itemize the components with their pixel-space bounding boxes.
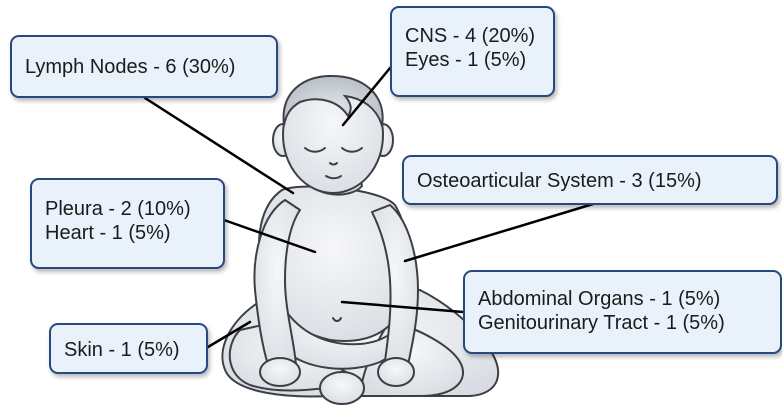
label-lymph-nodes: Lymph Nodes - 6 (30%) [10, 35, 278, 98]
label-pleura-text: Pleura - 2 (10%) [45, 197, 210, 221]
label-skin: Skin - 1 (5%) [49, 323, 208, 374]
label-skin-text: Skin - 1 (5%) [64, 338, 193, 362]
label-osteoarticular: Osteoarticular System - 3 (15%) [402, 155, 778, 205]
label-eyes-text: Eyes - 1 (5%) [405, 48, 540, 72]
label-abdominal-genitourinary: Abdominal Organs - 1 (5%) Genitourinary … [463, 270, 782, 354]
label-cns-eyes: CNS - 4 (20%) Eyes - 1 (5%) [390, 6, 555, 97]
baby-left-hand [260, 358, 300, 386]
label-osteoarticular-text: Osteoarticular System - 3 (15%) [417, 169, 763, 193]
baby-foot [320, 372, 364, 404]
label-pleura-heart: Pleura - 2 (10%) Heart - 1 (5%) [30, 178, 225, 269]
label-abdominal-text: Abdominal Organs - 1 (5%) [478, 287, 767, 311]
baby-figure [222, 77, 498, 404]
leader-line-osteo [405, 204, 593, 261]
label-genitourinary-text: Genitourinary Tract - 1 (5%) [478, 311, 767, 335]
label-heart-text: Heart - 1 (5%) [45, 221, 210, 245]
label-lymph-nodes-text: Lymph Nodes - 6 (30%) [25, 55, 263, 79]
baby-right-hand [378, 358, 414, 386]
label-cns-text: CNS - 4 (20%) [405, 24, 540, 48]
